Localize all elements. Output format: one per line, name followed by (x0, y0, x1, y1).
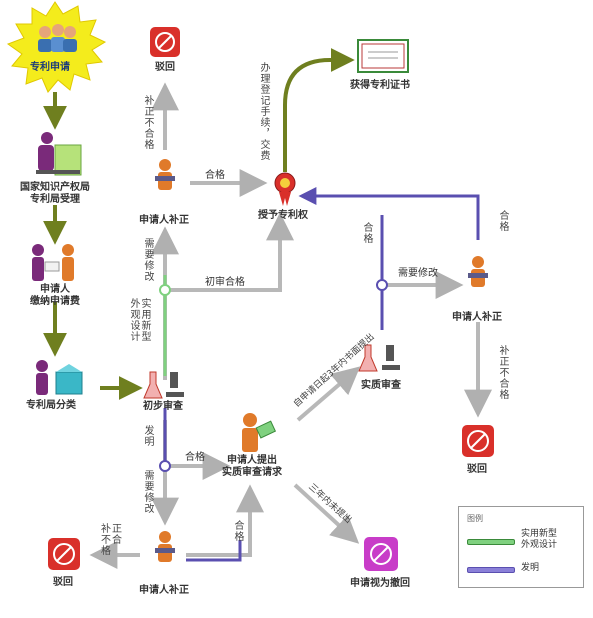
invention-junction-right (376, 279, 388, 291)
arrow-request-withdraw (293, 483, 360, 544)
edge-needs-fix-top: 需要修改 (142, 238, 153, 282)
node-grant: 授予专利权 (258, 210, 308, 221)
legend-invention-swatch (467, 567, 515, 573)
node-substantive-review: 实质审查 (361, 380, 401, 391)
person-supplement-right (468, 256, 488, 287)
withdraw-icon (364, 537, 398, 571)
node-pay-fee: 申请人 缴纳申请费 (30, 284, 80, 307)
legend-invention-label: 发明 (521, 563, 540, 573)
node-reject-right: 驳回 (467, 464, 487, 475)
arrow-request-substantive (296, 366, 361, 422)
legend-title: 图例 (467, 514, 483, 523)
node-withdrawn: 申请视为撤回 (350, 578, 410, 589)
edge-utility-design: 实用新型外观设计 (128, 298, 150, 342)
legend-utility-label: 实用新型 外观设计 (521, 529, 558, 550)
person-request (242, 413, 277, 452)
edge-sub-pass: 合格 (361, 222, 372, 244)
reject-right-icon (462, 425, 494, 457)
grant-medal-icon (274, 172, 296, 206)
invention-path-grant (298, 187, 480, 240)
office-clerk-icon (36, 132, 82, 176)
edge-right-pass: 合格 (497, 210, 508, 232)
node-prelim-review: 初步审查 (143, 401, 183, 412)
edge-pass-mid: 合格 (185, 452, 205, 463)
node-accept: 国家知识产权局 专利局受理 (20, 182, 90, 205)
reject-bottom-icon (48, 538, 80, 570)
arrow-prelim-grant (165, 212, 294, 292)
node-supplement-bottom: 申请人补正 (139, 585, 189, 596)
person-supplement-top (155, 159, 175, 190)
edge-supp-grant: 合格 (205, 170, 225, 181)
reject-top-icon (150, 27, 180, 57)
edge-sub-fix: 需要修改 (398, 268, 438, 279)
edge-bottom-fail: 补正不合格 (101, 524, 123, 557)
invention-path-bottom (186, 540, 242, 562)
person-supplement-bottom (155, 531, 175, 562)
utility-junction (159, 284, 171, 296)
edge-prelim-pass: 初审合格 (205, 277, 245, 288)
legend-utility-swatch (467, 539, 515, 545)
node-supplement-top: 申请人补正 (139, 215, 189, 226)
legend: 图例 实用新型 外观设计 发明 (458, 506, 584, 588)
prelim-lab-icon (143, 371, 184, 399)
node-classify: 专利局分类 (26, 400, 76, 411)
classify-icon (36, 360, 83, 395)
arrow-grant-certificate (283, 48, 355, 172)
pay-fee-icon (32, 244, 74, 281)
node-reject-bottom: 驳回 (53, 577, 73, 588)
substantive-lab-icon (358, 344, 400, 372)
applicants-icon (38, 24, 77, 52)
edge-register: 办理登记手续，交费 (258, 62, 269, 161)
edge-supp-reject-top: 补正不合格 (142, 95, 153, 150)
edge-bottom-pass: 合格 (232, 520, 243, 542)
certificate-icon (357, 39, 409, 73)
edge-needs-fix-bottom: 需要修改 (142, 470, 153, 514)
node-reject-top: 驳回 (155, 62, 175, 73)
arrow-supp-request (186, 484, 264, 557)
edge-right-fail: 补正不合格 (497, 345, 508, 400)
node-apply: 专利申请 (30, 62, 70, 73)
invention-junction-left (159, 460, 171, 472)
node-substantive-request: 申请人提出 实质审查请求 (222, 455, 282, 478)
node-supplement-right: 申请人补正 (452, 312, 502, 323)
node-certificate: 获得专利证书 (350, 80, 410, 91)
edge-invention: 发明 (142, 425, 153, 447)
